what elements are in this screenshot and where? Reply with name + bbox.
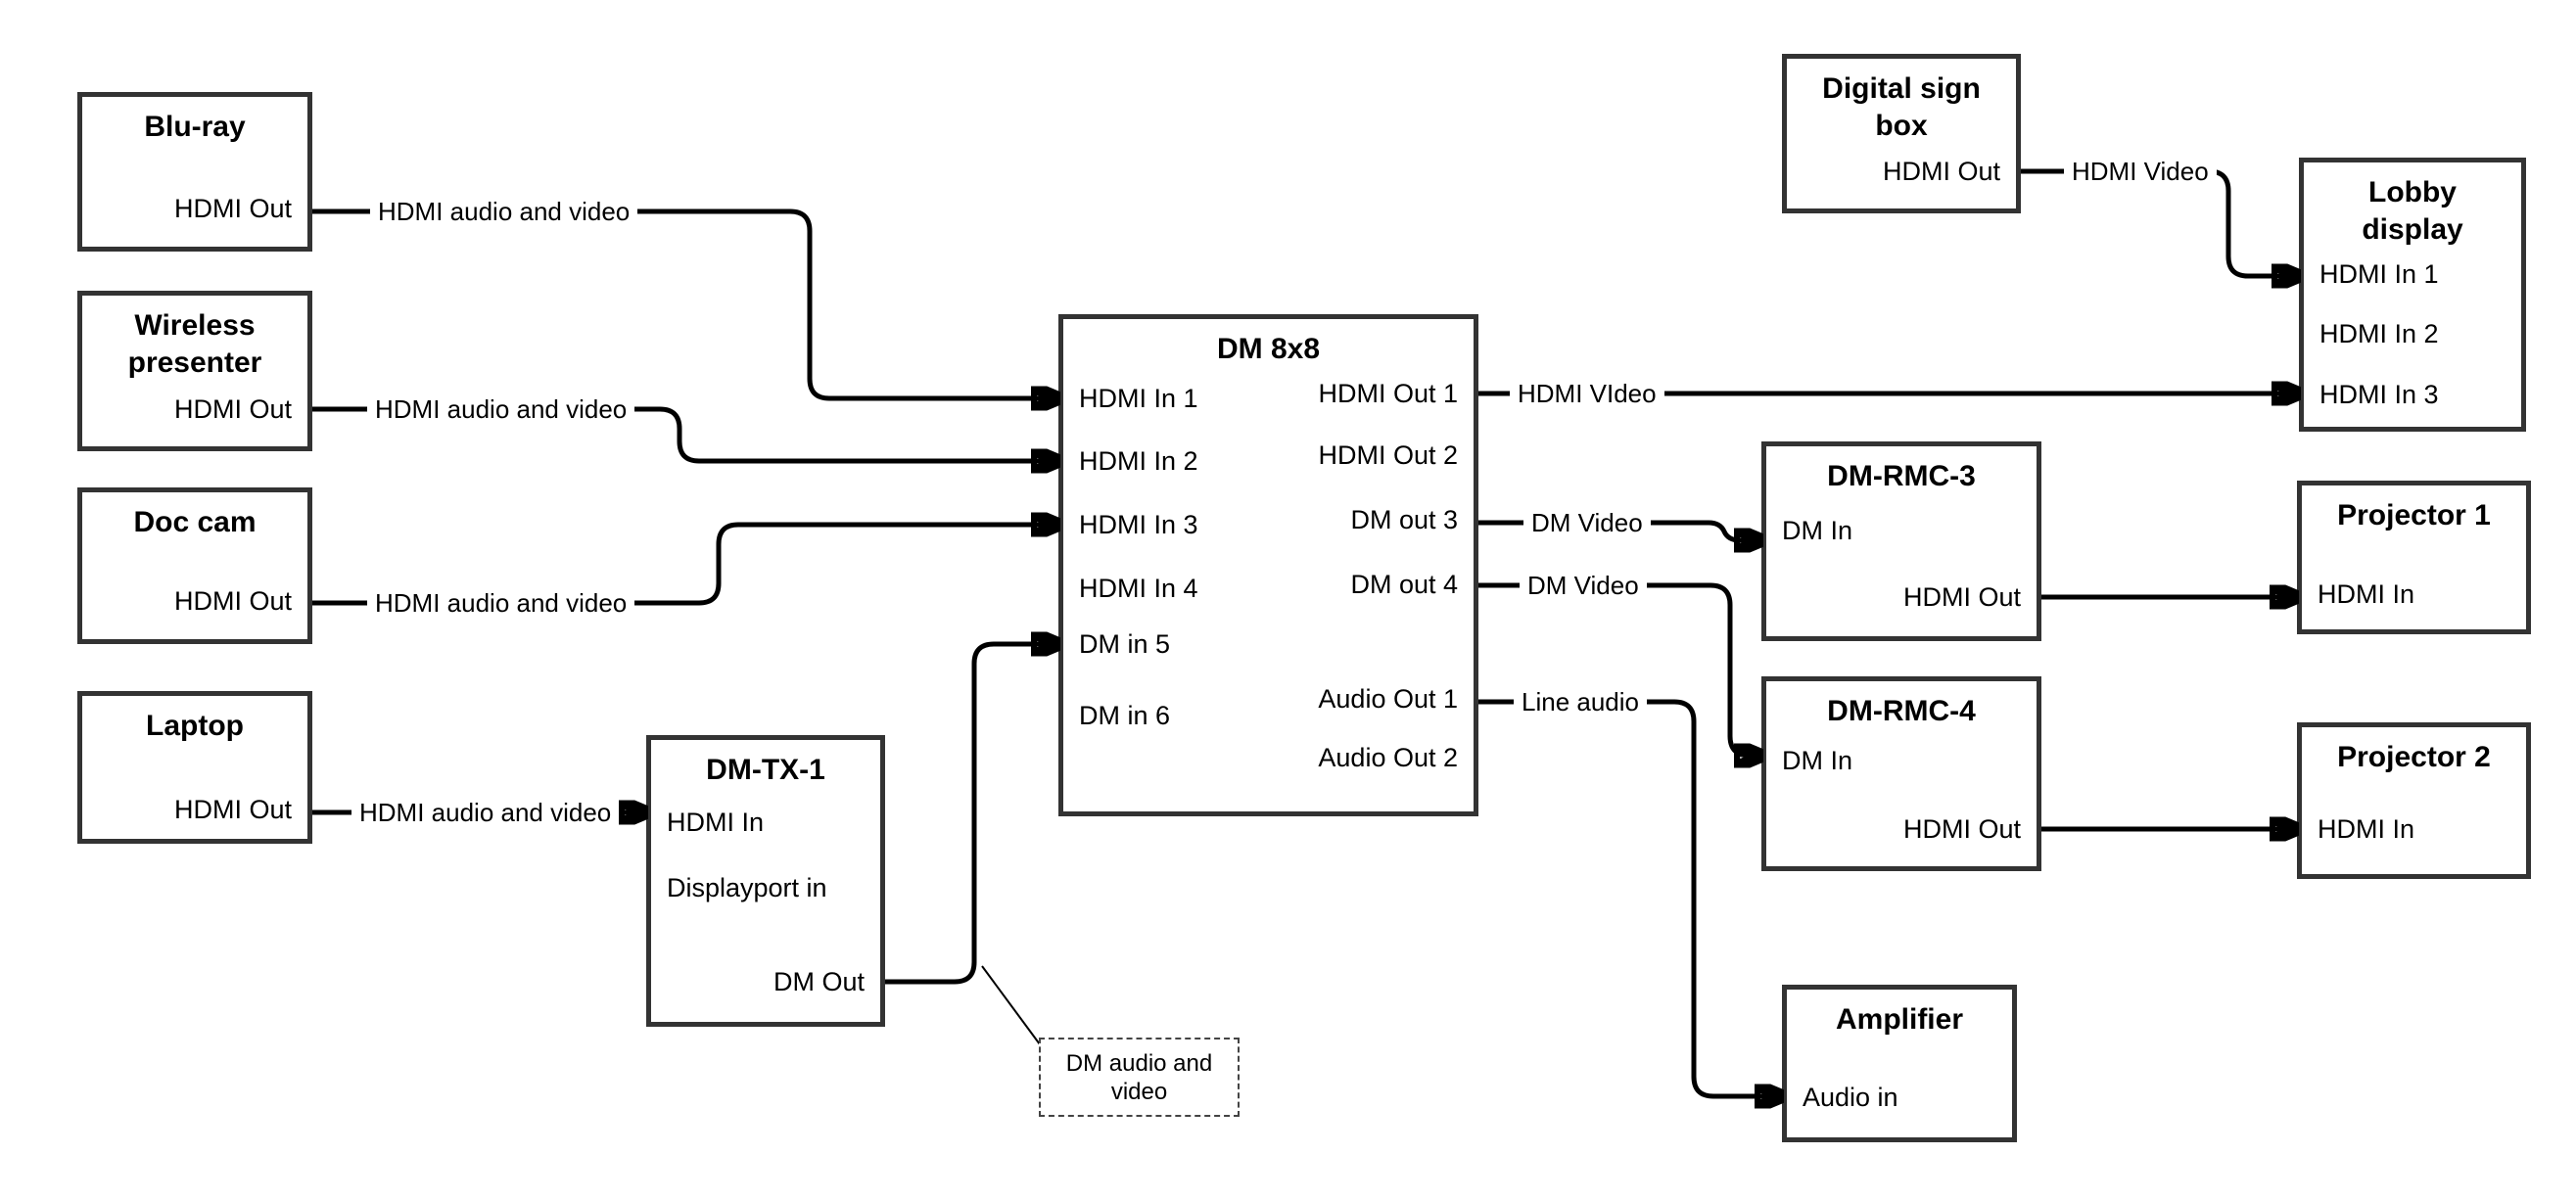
port-hdmi-in-1: HDMI In 1 — [2319, 259, 2439, 289]
port-hdmi-out: HDMI Out — [1882, 157, 2000, 186]
wire-label-hdmi-video-sign: HDMI Video — [2064, 155, 2217, 188]
port-dm-out: DM Out — [773, 967, 865, 996]
node-title: Lobby display — [2362, 176, 2463, 246]
node-title: DM-RMC-4 — [1827, 695, 1976, 727]
node-title: DM-RMC-3 — [1827, 460, 1976, 492]
node-title: Projector 2 — [2337, 741, 2491, 773]
node-projector-2: Projector 2 HDMI In — [2297, 722, 2531, 879]
port-hdmi-out-1: HDMI Out 1 — [1318, 379, 1458, 408]
node-title: Amplifier — [1835, 1003, 1964, 1036]
node-title: Wireless presenter — [127, 309, 262, 379]
wire-dm8x8-audio1-to-amplifier — [1478, 699, 1779, 1096]
port-hdmi-in-3: HDMI In 3 — [2319, 380, 2439, 409]
port-hdmi-in: HDMI In — [667, 808, 765, 837]
wire-doccam-to-dm8x8-in3 — [312, 525, 1055, 606]
node-title: Blu-ray — [144, 111, 246, 143]
wire-label-dm-video-3: DM Video — [1523, 506, 1651, 539]
wire-signbox-to-lobby-in1 — [2021, 168, 2296, 276]
node-bluray: Blu-ray HDMI Out — [77, 92, 312, 252]
node-amplifier: Amplifier Audio in — [1782, 985, 2017, 1142]
port-dm-in-6: DM in 6 — [1079, 701, 1171, 730]
port-hdmi-out: HDMI Out — [1902, 814, 2021, 844]
wire-dm8x8-out3-to-rmc3 — [1478, 520, 1758, 540]
wire-label-hdmi-video-out1: HDMI VIdeo — [1510, 377, 1664, 410]
wire-label-bluray: HDMI audio and video — [370, 195, 638, 228]
port-hdmi-in-2: HDMI In 2 — [1079, 446, 1198, 476]
wire-dm8x8-out4-to-rmc4 — [1478, 582, 1758, 756]
port-hdmi-in: HDMI In — [2318, 579, 2415, 609]
wire-label-line-audio: Line audio — [1514, 685, 1647, 718]
node-title: DM 8x8 — [1216, 333, 1321, 365]
node-wireless-presenter: Wireless presenter HDMI Out — [77, 291, 312, 451]
port-audio-out-1: Audio Out 1 — [1318, 684, 1458, 714]
node-title: DM-TX-1 — [706, 754, 825, 786]
port-hdmi-out: HDMI Out — [173, 795, 292, 824]
wire-label-dm-video-4: DM Video — [1520, 569, 1647, 602]
node-lobby-display: Lobby display HDMI In 1 HDMI In 2 HDMI I… — [2299, 158, 2526, 432]
node-title: Doc cam — [133, 506, 257, 538]
annotation-leader-line — [981, 965, 1041, 1045]
port-hdmi-out: HDMI Out — [173, 394, 292, 424]
node-digital-sign-box: Digital sign box HDMI Out — [1782, 54, 2021, 213]
wire-label-doccam: HDMI audio and video — [367, 586, 635, 620]
node-dm-8x8: DM 8x8 HDMI In 1 HDMI In 2 HDMI In 3 HDM… — [1058, 314, 1478, 816]
port-hdmi-out: HDMI Out — [1902, 582, 2021, 612]
port-displayport-in: Displayport in — [667, 873, 827, 902]
port-audio-in: Audio in — [1803, 1083, 1898, 1112]
node-dm-rmc-4: DM-RMC-4 DM In HDMI Out — [1761, 676, 2041, 871]
node-title: Laptop — [146, 710, 244, 742]
node-title: Projector 1 — [2337, 499, 2491, 531]
port-hdmi-in-4: HDMI In 4 — [1079, 574, 1198, 603]
port-hdmi-in-3: HDMI In 3 — [1079, 510, 1198, 539]
port-dm-in-5: DM in 5 — [1079, 629, 1171, 659]
port-dm-out-3: DM out 3 — [1350, 505, 1458, 534]
port-dm-in: DM In — [1782, 746, 1853, 775]
port-audio-out-2: Audio Out 2 — [1318, 743, 1458, 772]
node-laptop: Laptop HDMI Out — [77, 691, 312, 844]
annotation-dm-audio-and-video: DM audio and video — [1039, 1038, 1240, 1117]
port-hdmi-in-2: HDMI In 2 — [2319, 319, 2439, 348]
node-dm-rmc-3: DM-RMC-3 DM In HDMI Out — [1761, 441, 2041, 641]
port-dm-out-4: DM out 4 — [1350, 570, 1458, 599]
node-dm-tx-1: DM-TX-1 HDMI In Displayport in DM Out — [646, 735, 885, 1027]
wire-label-wireless: HDMI audio and video — [367, 393, 635, 426]
wire-label-laptop: HDMI audio and video — [351, 796, 620, 829]
wire-wireless-to-dm8x8-in2 — [312, 406, 1055, 461]
port-hdmi-out: HDMI Out — [173, 194, 292, 223]
port-hdmi-out: HDMI Out — [173, 586, 292, 616]
node-doc-cam: Doc cam HDMI Out — [77, 487, 312, 644]
port-hdmi-in: HDMI In — [2318, 814, 2415, 844]
port-hdmi-out-2: HDMI Out 2 — [1318, 440, 1458, 470]
port-dm-in: DM In — [1782, 516, 1853, 545]
wire-bluray-to-dm8x8-in1 — [312, 208, 1055, 398]
port-hdmi-in-1: HDMI In 1 — [1079, 384, 1198, 413]
node-projector-1: Projector 1 HDMI In — [2297, 481, 2531, 634]
wire-dmtx1-to-dm8x8-in5 — [885, 644, 1055, 985]
node-title: Digital sign box — [1822, 72, 1981, 142]
